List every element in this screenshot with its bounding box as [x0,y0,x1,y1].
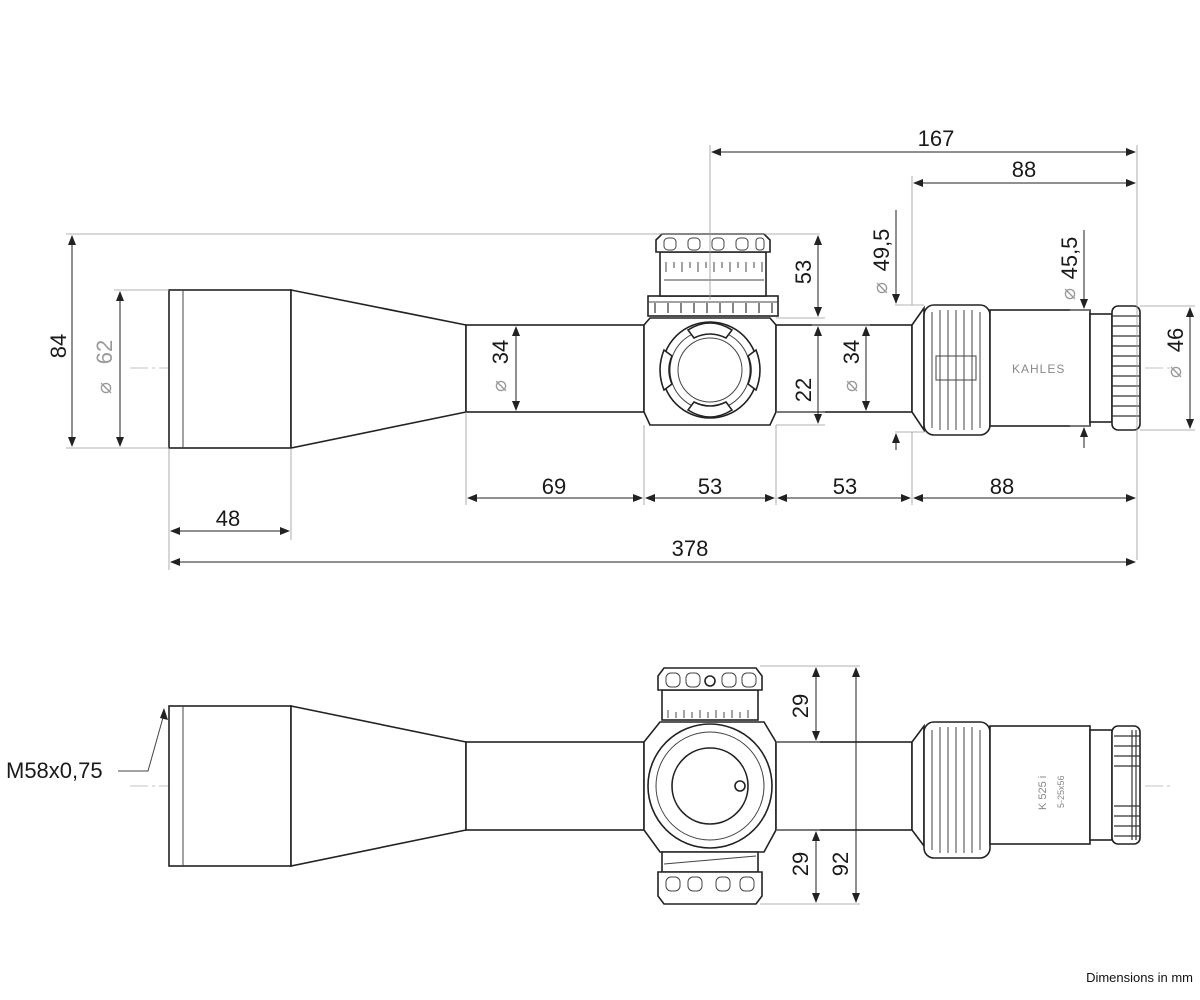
top-magnification-ribs [931,727,981,853]
model-sub-label: 5-25x56 [1056,775,1066,808]
top-rear-tube [775,741,913,831]
diameter-symbol-46: ⌀ [1162,366,1186,378]
eyepiece-body [989,309,1091,427]
dim-34-rear: 34 [839,340,864,364]
diameter-symbol-62: ⌀ [92,382,116,394]
turret-cap-knurl [663,237,765,251]
brand-label: KAHLES [1012,362,1065,376]
dim-49-5: 49,5 [869,229,894,272]
dimension-lines [68,148,1194,566]
dim-53-b: 53 [833,474,857,499]
top-extension-lines [760,665,860,905]
dim-88-top: 88 [1012,157,1036,182]
extension-lines [66,145,1195,570]
dim-53-turret: 53 [791,260,816,284]
dim-45-5: 45,5 [1057,237,1082,280]
dim-167: 167 [918,126,955,151]
diameter-symbol-34-front: ⌀ [487,380,511,392]
magnification-ring-ribs [931,310,981,430]
bottom-turret-grips [665,876,755,892]
top-windage-center [671,747,749,825]
top-eyepiece-body [989,725,1091,845]
thread-leader-line [118,713,165,772]
dim-29-top: 29 [788,694,813,718]
turret-scale-ticks [664,262,764,281]
dim-48: 48 [216,506,240,531]
top-objective-bell [168,705,292,867]
top-objective-taper [290,705,467,867]
dim-69: 69 [542,474,566,499]
side-view: KAHLES [46,126,1195,570]
elevation-turret-scale [659,251,767,297]
units-note: Dimensions in mm [1086,970,1193,985]
eyepiece-step [1089,313,1113,423]
thread-label: M58x0,75 [6,758,103,783]
top-eyepiece-step [1089,729,1113,841]
dim-34-front: 34 [488,340,513,364]
dim-92: 92 [828,852,853,876]
dim-84: 84 [46,334,71,358]
diameter-symbol-49-5: ⌀ [868,282,892,294]
top-dimension-lines [812,667,860,903]
diameter-symbol-34-rear: ⌀ [838,380,862,392]
knob-grip-top [686,322,734,340]
top-diopter-knurl [1114,730,1140,840]
dim-88-bottom: 88 [990,474,1014,499]
rear-tube [775,324,913,413]
dim-22: 22 [791,378,816,402]
diopter-knurl [1112,315,1140,417]
top-turret-ticks [667,710,749,718]
model-label: K 525 i [1037,776,1049,810]
top-front-tube [465,741,645,831]
ocular-flare [911,305,925,433]
knob-grip-left [659,348,673,392]
dim-378: 378 [672,536,709,561]
dim-62: 62 [92,340,117,364]
knob-grip-bottom [686,400,734,418]
diopter-ring [1111,305,1141,431]
bottom-turret-cap [657,871,763,905]
turret-base-knurl [654,303,773,313]
knob-grip-right [747,348,761,392]
dim-53-a: 53 [698,474,722,499]
top-view: K 525 i 5-25x56 M58x0,75 29 29 [6,665,1170,905]
objective-taper [290,289,467,449]
windage-knob [661,321,759,419]
diameter-symbol-45-5: ⌀ [1056,288,1080,300]
dim-46: 46 [1163,328,1188,352]
front-tube [465,324,645,413]
objective-bell [168,289,292,449]
top-turret-cap-grips [665,672,757,688]
top-ocular-flare [911,723,925,849]
dim-29-bottom: 29 [788,852,813,876]
bottom-turret-base [661,851,759,873]
top-windage-screw [734,780,746,792]
